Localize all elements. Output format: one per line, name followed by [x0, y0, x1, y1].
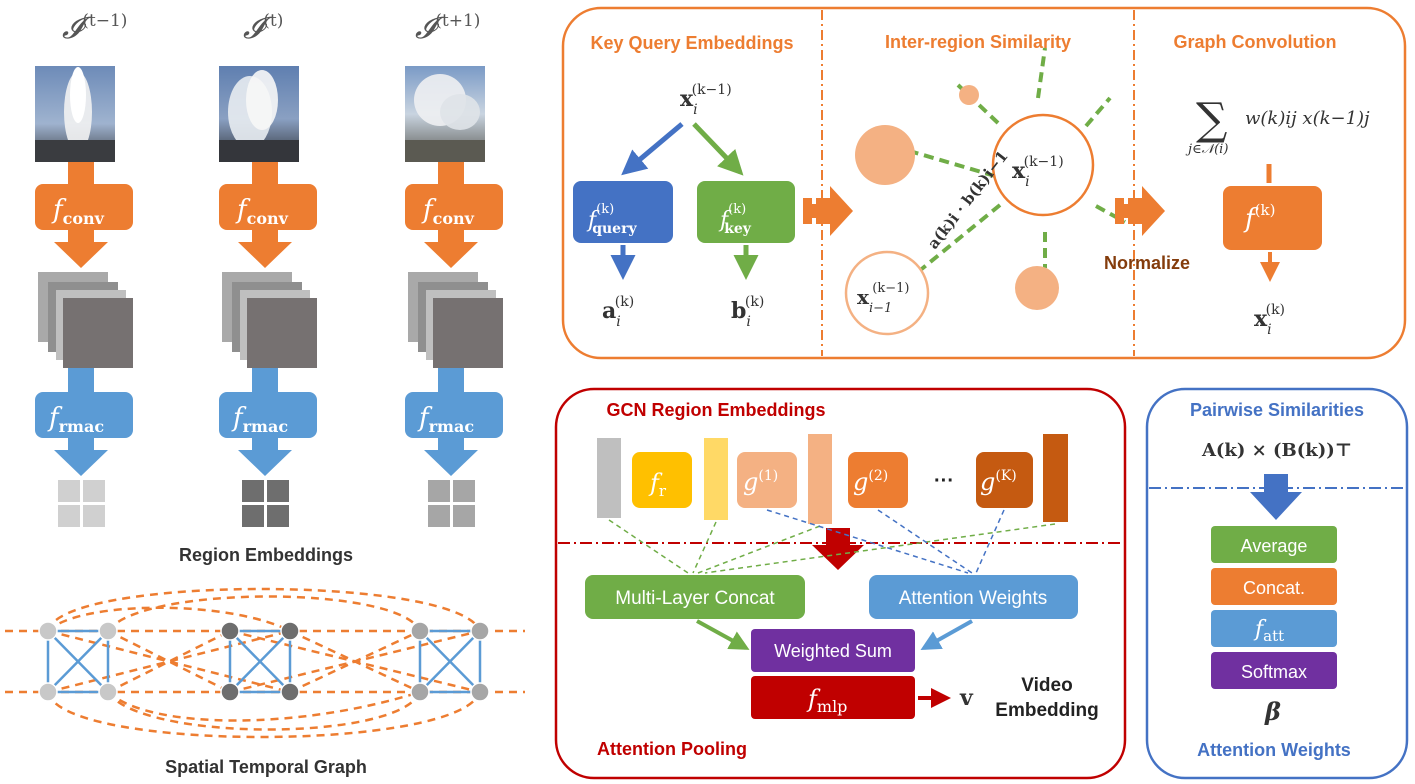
frame-label-3: 𝓘(t+1): [415, 11, 480, 46]
average-label: Average: [1241, 536, 1308, 556]
section-title-graph-conv: Graph Convolution: [1174, 32, 1337, 52]
attn-dashed-lines: [766, 509, 1005, 574]
concat-label: Concat.: [1243, 578, 1305, 598]
sum-index: j∈𝒩(i): [1185, 142, 1228, 157]
fkey-label: f(k)key: [718, 202, 752, 237]
v-label: v: [959, 685, 974, 711]
g2-label: g(2): [853, 468, 888, 496]
multi-layer-concat-label: Multi-Layer Concat: [615, 588, 775, 609]
g2-box: [848, 452, 908, 508]
fr-box: [632, 452, 692, 508]
block-arrow-1: [803, 186, 853, 236]
neighbor-node-label: xi−1(k−1): [857, 281, 909, 316]
a-output-label: ai(k): [602, 294, 634, 330]
region-grid-3: [428, 480, 475, 527]
neighbor-node-left: [855, 125, 915, 185]
rmac-arrow-1: [54, 438, 108, 476]
gcn-embeddings-panel: [554, 387, 1127, 780]
attention-weights-box: [869, 575, 1078, 619]
fconv-box-2: [219, 184, 317, 230]
spatial-temporal-graph-title: Spatial Temporal Graph: [165, 757, 367, 777]
fkey-box: [697, 181, 795, 243]
gcn-layer-panel: [561, 6, 1407, 360]
neighbor-node-small: [959, 85, 979, 105]
attention-weights-label: Attention Weights: [899, 588, 1048, 609]
neighbor-node-bottom: [1015, 266, 1059, 310]
concat-dashed-lines: [608, 519, 1056, 574]
conv-arrow-1: [54, 230, 108, 268]
similarity-edges: [912, 47, 1126, 274]
layer-bar-g1: [808, 434, 832, 524]
fconv-box-3: [405, 184, 503, 230]
sum-term: w(k)ij x(k−1)j: [1245, 108, 1370, 129]
fk-box: [1223, 186, 1322, 250]
attention-pooling-title: Attention Pooling: [597, 739, 747, 759]
section-title-key-query: Key Query Embeddings: [590, 33, 793, 53]
frmac-box-3: [405, 392, 503, 438]
multi-layer-concat-box: [585, 575, 805, 619]
layer-bar-gK: [1043, 434, 1068, 522]
layer-bar-input: [597, 438, 621, 518]
center-node: [991, 113, 1095, 217]
pairwise-formula: A(k) × (B(k))⊤: [1201, 440, 1352, 461]
region-grid-2: [242, 480, 289, 527]
layer-bar-fr: [704, 438, 728, 520]
average-box: [1211, 526, 1337, 563]
frmac-box-2: [219, 392, 317, 438]
gcn-panel-title: GCN Region Embeddings: [606, 400, 825, 420]
fatt-box: [1211, 610, 1337, 647]
spatial-temporal-graph: [5, 587, 525, 739]
softmax-box: [1211, 652, 1337, 689]
gK-box: [976, 452, 1033, 508]
frame-label-2: 𝓘(t): [243, 11, 283, 46]
edge-weight-label: a(k)i · b(k)i−1: [924, 147, 1012, 252]
gcn-down-arrow: [812, 528, 864, 570]
g1-box: [737, 452, 797, 508]
region-grid-1: [58, 480, 105, 527]
frame-label-1: 𝓘(t−1): [62, 11, 127, 46]
section-title-similarity: Inter-region Similarity: [885, 32, 1071, 52]
block-arrow-2: [1115, 186, 1165, 236]
output-node-label: xi(k): [1254, 302, 1285, 338]
pairwise-title: Pairwise Similarities: [1190, 400, 1364, 420]
attention-weights-title: Attention Weights: [1197, 740, 1351, 760]
input-node-label: xi(k−1): [680, 82, 732, 118]
weighted-sum-label: Weighted Sum: [774, 641, 892, 661]
frame-column-2: 𝓘(t) fconv frmac: [219, 11, 317, 527]
concat-to-sum-arrow: [696, 619, 750, 650]
region-embeddings-title: Region Embeddings: [179, 545, 353, 565]
pairwise-down-arrow: [1250, 474, 1302, 520]
arrow-to-key: [692, 122, 744, 176]
concat-box: [1211, 568, 1337, 605]
b-output-label: bi(k): [731, 294, 764, 330]
ellipsis: ···: [934, 470, 954, 492]
arrow-to-query: [621, 122, 684, 176]
fquery-box: [573, 181, 673, 243]
frmac-box-1: [35, 392, 133, 438]
fmlp-box: [751, 676, 915, 719]
softmax-label: Softmax: [1241, 662, 1307, 682]
sum-symbol: ∑: [1196, 94, 1227, 145]
conv-connector-1: [68, 162, 94, 184]
fconv-box-1: [35, 184, 133, 230]
fquery-label: f(k)query: [586, 202, 637, 237]
g1-label: g(1): [743, 468, 778, 496]
frame-column-3: 𝓘(t+1) fconv frmac: [405, 11, 503, 527]
normalize-label: Normalize: [1104, 253, 1190, 273]
pairwise-panel: [1145, 387, 1409, 780]
rmac-connector-1: [68, 368, 94, 392]
center-node-label: xi(k−1): [1012, 154, 1064, 190]
frame-column-1: 𝓘(t−1) fconv frmac: [35, 11, 133, 527]
attn-to-sum-arrow: [920, 619, 973, 650]
beta-label: β: [1264, 697, 1281, 726]
neighbor-node-i-minus-1: [844, 250, 930, 336]
weighted-sum-box: [751, 629, 915, 672]
gK-label: g(K): [980, 468, 1017, 496]
